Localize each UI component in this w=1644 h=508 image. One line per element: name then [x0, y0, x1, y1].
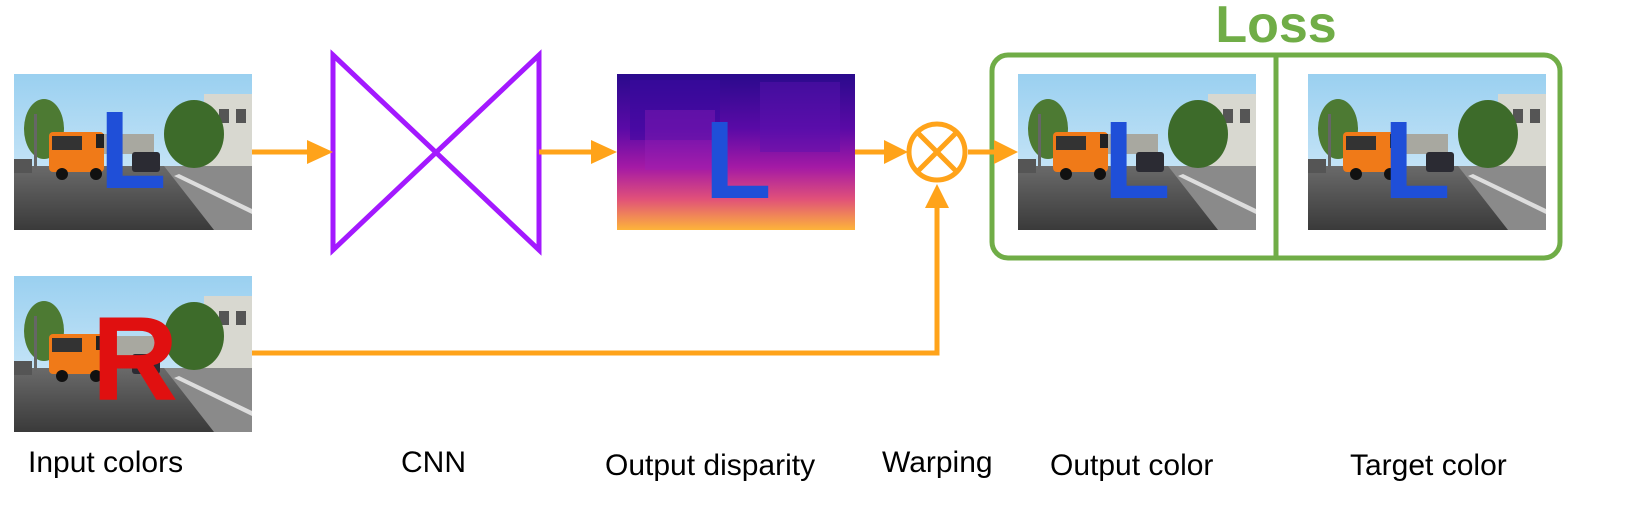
- input-left-image: L: [14, 74, 252, 230]
- target-color-image: L: [1308, 74, 1546, 230]
- caption-output-disparity: Output disparity: [605, 449, 815, 482]
- disparity-letter: L: [704, 99, 771, 222]
- caption-warping: Warping: [882, 446, 993, 479]
- left-letter: L: [99, 89, 166, 212]
- arrowhead-output: [994, 140, 1018, 164]
- right-letter: R: [92, 292, 179, 426]
- arrowhead-cnn: [307, 140, 333, 164]
- caption-cnn: CNN: [401, 446, 466, 479]
- loss-label: Loss: [1215, 0, 1336, 54]
- arrowhead-warp: [884, 140, 908, 164]
- output-letter: L: [1103, 99, 1170, 222]
- caption-output-color: Output color: [1050, 449, 1213, 482]
- disparity-map: L: [617, 74, 855, 230]
- cnn-shape: [330, 49, 542, 256]
- arrow-right-to-warp: [252, 206, 940, 356]
- output-color-image: L: [1018, 74, 1256, 230]
- input-right-image: R: [14, 276, 252, 432]
- target-letter: L: [1383, 99, 1450, 222]
- arrowhead-disparity: [591, 140, 617, 164]
- caption-input-colors: Input colors: [28, 446, 183, 479]
- caption-target-color: Target color: [1350, 449, 1507, 482]
- arrowhead-warp-up: [925, 184, 949, 208]
- warp-operator-icon: [906, 121, 968, 183]
